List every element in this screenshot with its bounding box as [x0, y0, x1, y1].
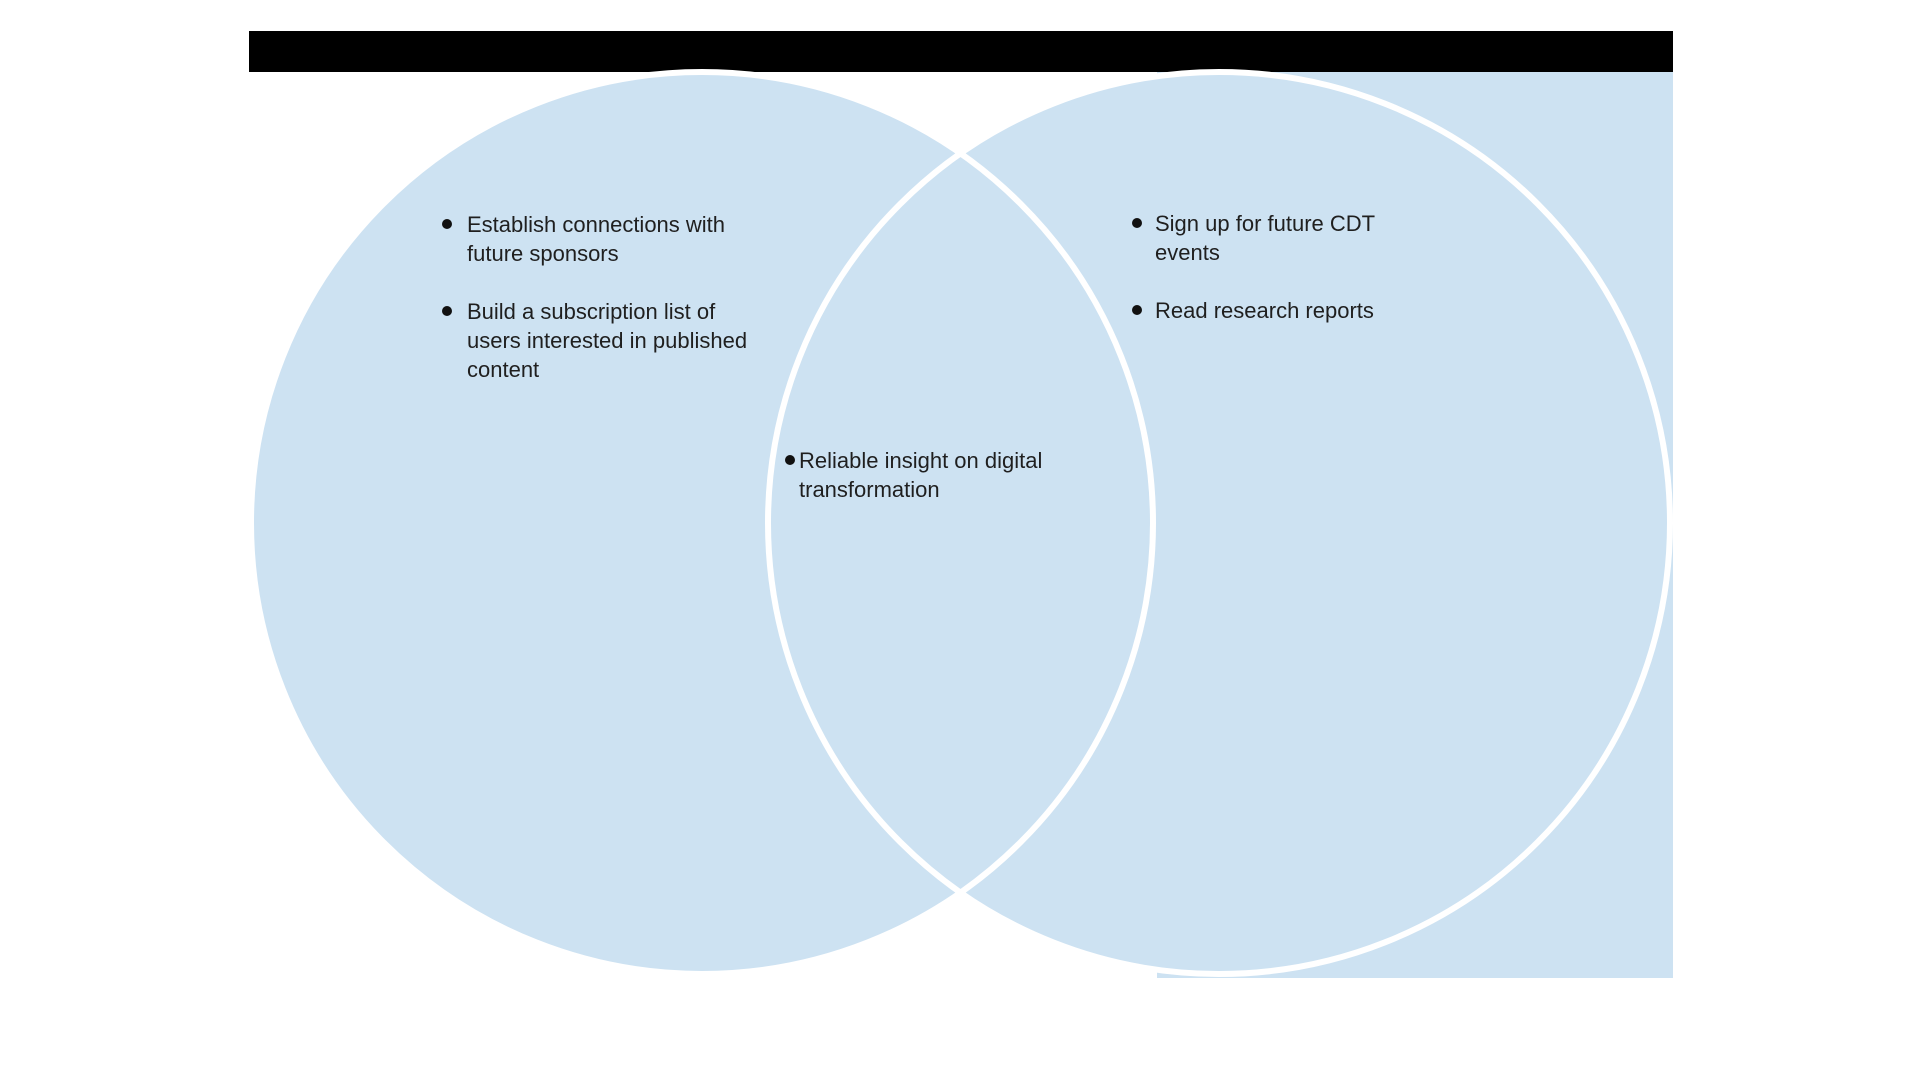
- bullet-text-line: events: [1155, 240, 1220, 265]
- right-circle-fill: [768, 72, 1670, 974]
- bullet-text-line: content: [467, 357, 540, 382]
- left-circle-outline: [248, 69, 1156, 977]
- left-circle-text-block: Establish connections with future sponso…: [442, 210, 747, 384]
- bullet-text-line: future sponsors: [467, 241, 619, 266]
- right-circle-outline: [765, 69, 1673, 977]
- right-circle-text-block: Sign up for future CDT events Read resea…: [1132, 209, 1375, 325]
- list-item: Reliable insight on digital transformati…: [785, 446, 1042, 504]
- bullet-text-line: Read research reports: [1155, 298, 1374, 323]
- bullet-icon: [442, 219, 452, 229]
- list-item: Read research reports: [1132, 296, 1375, 325]
- overlap-text-block: Reliable insight on digital transformati…: [785, 446, 1042, 504]
- bullet-icon: [1132, 305, 1142, 315]
- list-item: Sign up for future CDT events: [1132, 209, 1375, 267]
- bullet-text-line: Build a subscription list of: [467, 299, 716, 324]
- bullet-text-line: Establish connections with: [467, 212, 726, 237]
- bullet-text-line: users interested in published: [467, 328, 748, 353]
- bullet-text-line: Sign up for future CDT: [1155, 211, 1376, 236]
- bullet-text-line: Reliable insight on digital: [799, 448, 1043, 473]
- top-title-bar: [249, 31, 1673, 72]
- list-item: Build a subscription list of users inter…: [442, 297, 747, 384]
- bullet-text-line: transformation: [799, 477, 940, 502]
- bullet-icon: [442, 306, 452, 316]
- bullet-icon: [785, 455, 795, 465]
- bullet-icon: [1132, 218, 1142, 228]
- list-item: Establish connections with future sponso…: [442, 210, 747, 268]
